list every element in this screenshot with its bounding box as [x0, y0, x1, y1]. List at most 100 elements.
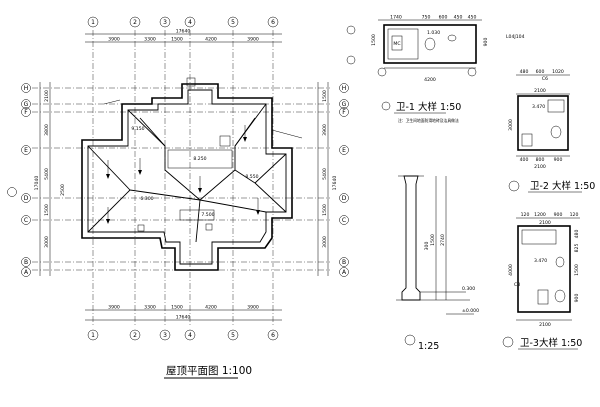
top-dimensions: 17640 3900 3300 1500 4200 3900	[85, 29, 282, 43]
wc3-detail: 120 1200 900 120 2100 3.470 C8 4000 480 …	[502, 212, 582, 350]
dim: 5400	[322, 168, 328, 180]
dim: 4200	[424, 77, 436, 83]
bottom-axis-bubbles: 1 2 3 4 5 6	[87, 329, 279, 341]
roof-outline	[81, 77, 293, 271]
axis-label: 4	[188, 332, 192, 339]
side-axis-bubble	[7, 187, 17, 197]
dim: 3900	[247, 37, 259, 43]
dim: 900	[554, 157, 563, 163]
axis-label: B	[24, 259, 28, 266]
dim: 825	[574, 244, 580, 253]
elevation: 1.030	[427, 30, 440, 36]
elevation: 8.250	[193, 156, 206, 162]
left-axis-bubbles: H G F E D C B A	[21, 83, 31, 277]
axis-label: 2	[133, 332, 137, 339]
dim: 3000	[508, 119, 514, 131]
dim: 450	[468, 15, 477, 21]
dim: 480	[520, 69, 529, 75]
dim: 1500	[171, 305, 183, 311]
elevation: 3.470	[534, 258, 547, 264]
axis-label: G	[24, 101, 29, 108]
dim: 1500	[171, 37, 183, 43]
dim: 3900	[108, 37, 120, 43]
axis-label: 1	[91, 19, 95, 26]
axis-label: 4	[188, 19, 192, 26]
bottom-dimensions: 3900 3300 1500 4200 3900 17640	[85, 305, 282, 321]
dim: 450	[454, 15, 463, 21]
dim: 2100	[539, 322, 551, 328]
wc1-title: 卫-1 大样 1:50	[396, 101, 461, 113]
dim: 3300	[144, 37, 156, 43]
axis-label: H	[24, 85, 29, 92]
dim: 900	[574, 294, 580, 303]
elevation: 6.300	[140, 196, 153, 202]
dim: 3000	[44, 236, 50, 248]
dim: 1020	[552, 69, 564, 75]
right-dimensions: 17640 1500 3900 5400 1500 3000	[317, 82, 338, 276]
dim: 2500	[60, 184, 66, 196]
axis-label: D	[342, 195, 347, 202]
dim: 4200	[205, 37, 217, 43]
dim: 120	[521, 212, 530, 218]
dim: 3000	[322, 236, 328, 248]
dim: 900	[554, 212, 563, 218]
dim: 600	[439, 15, 448, 21]
dim: 1500	[322, 90, 328, 102]
roof-plan: 1 2 3 4 5 6 17640 3900 3300 1500 4200 39…	[7, 16, 349, 379]
top-axis-bubbles: 1 2 3 4 5 6	[87, 16, 279, 28]
axis-label: D	[24, 195, 29, 202]
dim: 750	[422, 15, 431, 21]
column-detail: 1500 2740 300 0.300 ±0.000 1:25	[396, 175, 479, 352]
axis-label: G	[342, 101, 347, 108]
right-axis-bubbles: H G F E D C B A	[339, 83, 349, 277]
axis-label: E	[342, 147, 346, 154]
wc2-detail: 480 600 1020 C6 2100 3.470 3000 400 800 …	[508, 69, 595, 193]
dim: 3800	[44, 124, 50, 136]
axis-label: 3	[163, 19, 167, 26]
left-dimensions: 17040 2100 3800 5400 1500 3000	[34, 82, 51, 276]
dim: 3900	[322, 124, 328, 136]
dim: 3300	[144, 305, 156, 311]
dim: 3900	[247, 305, 259, 311]
dim-total: 17640	[176, 315, 191, 321]
dim: 4000	[508, 264, 514, 276]
dim-total: 17040	[34, 176, 40, 191]
dim: 1500	[371, 34, 377, 46]
dim: 400	[520, 157, 529, 163]
elevation: 8.550	[245, 174, 258, 180]
elevation: 3.470	[532, 104, 545, 110]
dim: 1740	[390, 15, 402, 21]
wc1-detail: 1740 750 600 450 450 MC 1.030 4200 1500 …	[346, 15, 525, 123]
dim: 800	[536, 157, 545, 163]
axis-label: H	[342, 85, 347, 92]
elevation: 9.150	[131, 126, 144, 132]
axis-label: C	[342, 217, 346, 224]
dim: 1500	[322, 204, 328, 216]
dim: 4200	[205, 305, 217, 311]
standard-code: L04J104	[506, 34, 525, 40]
wc1-note: 注：卫生间地面防滑地砖及洁具做法	[398, 118, 459, 123]
dim: 5400	[44, 168, 50, 180]
plan-title: 屋顶平面图 1:100	[166, 365, 252, 377]
window-label: C8	[514, 282, 520, 288]
roof-labels: 8.250 8.550 7.500 6.300 9.150 2500	[60, 126, 259, 218]
axis-label: 5	[231, 332, 235, 339]
axis-label: C	[24, 217, 28, 224]
elevation: 7.500	[201, 212, 214, 218]
dim: 2100	[534, 164, 546, 170]
axis-label: 6	[271, 332, 275, 339]
wc2-title: 卫-2 大样 1:50	[530, 180, 595, 192]
axis-label: A	[24, 269, 29, 276]
dim: 120	[570, 212, 579, 218]
axis-label: A	[342, 269, 347, 276]
dim: 900	[483, 38, 489, 47]
wc3-title: 卫-3大样 1:50	[520, 337, 582, 349]
dim: 480	[574, 230, 580, 239]
dim: 2100	[539, 220, 551, 226]
dim: C6	[542, 76, 548, 82]
axis-label: 5	[231, 19, 235, 26]
fixture-label: MC	[393, 41, 400, 47]
axis-label: 1	[91, 332, 95, 339]
dim: 600	[536, 69, 545, 75]
